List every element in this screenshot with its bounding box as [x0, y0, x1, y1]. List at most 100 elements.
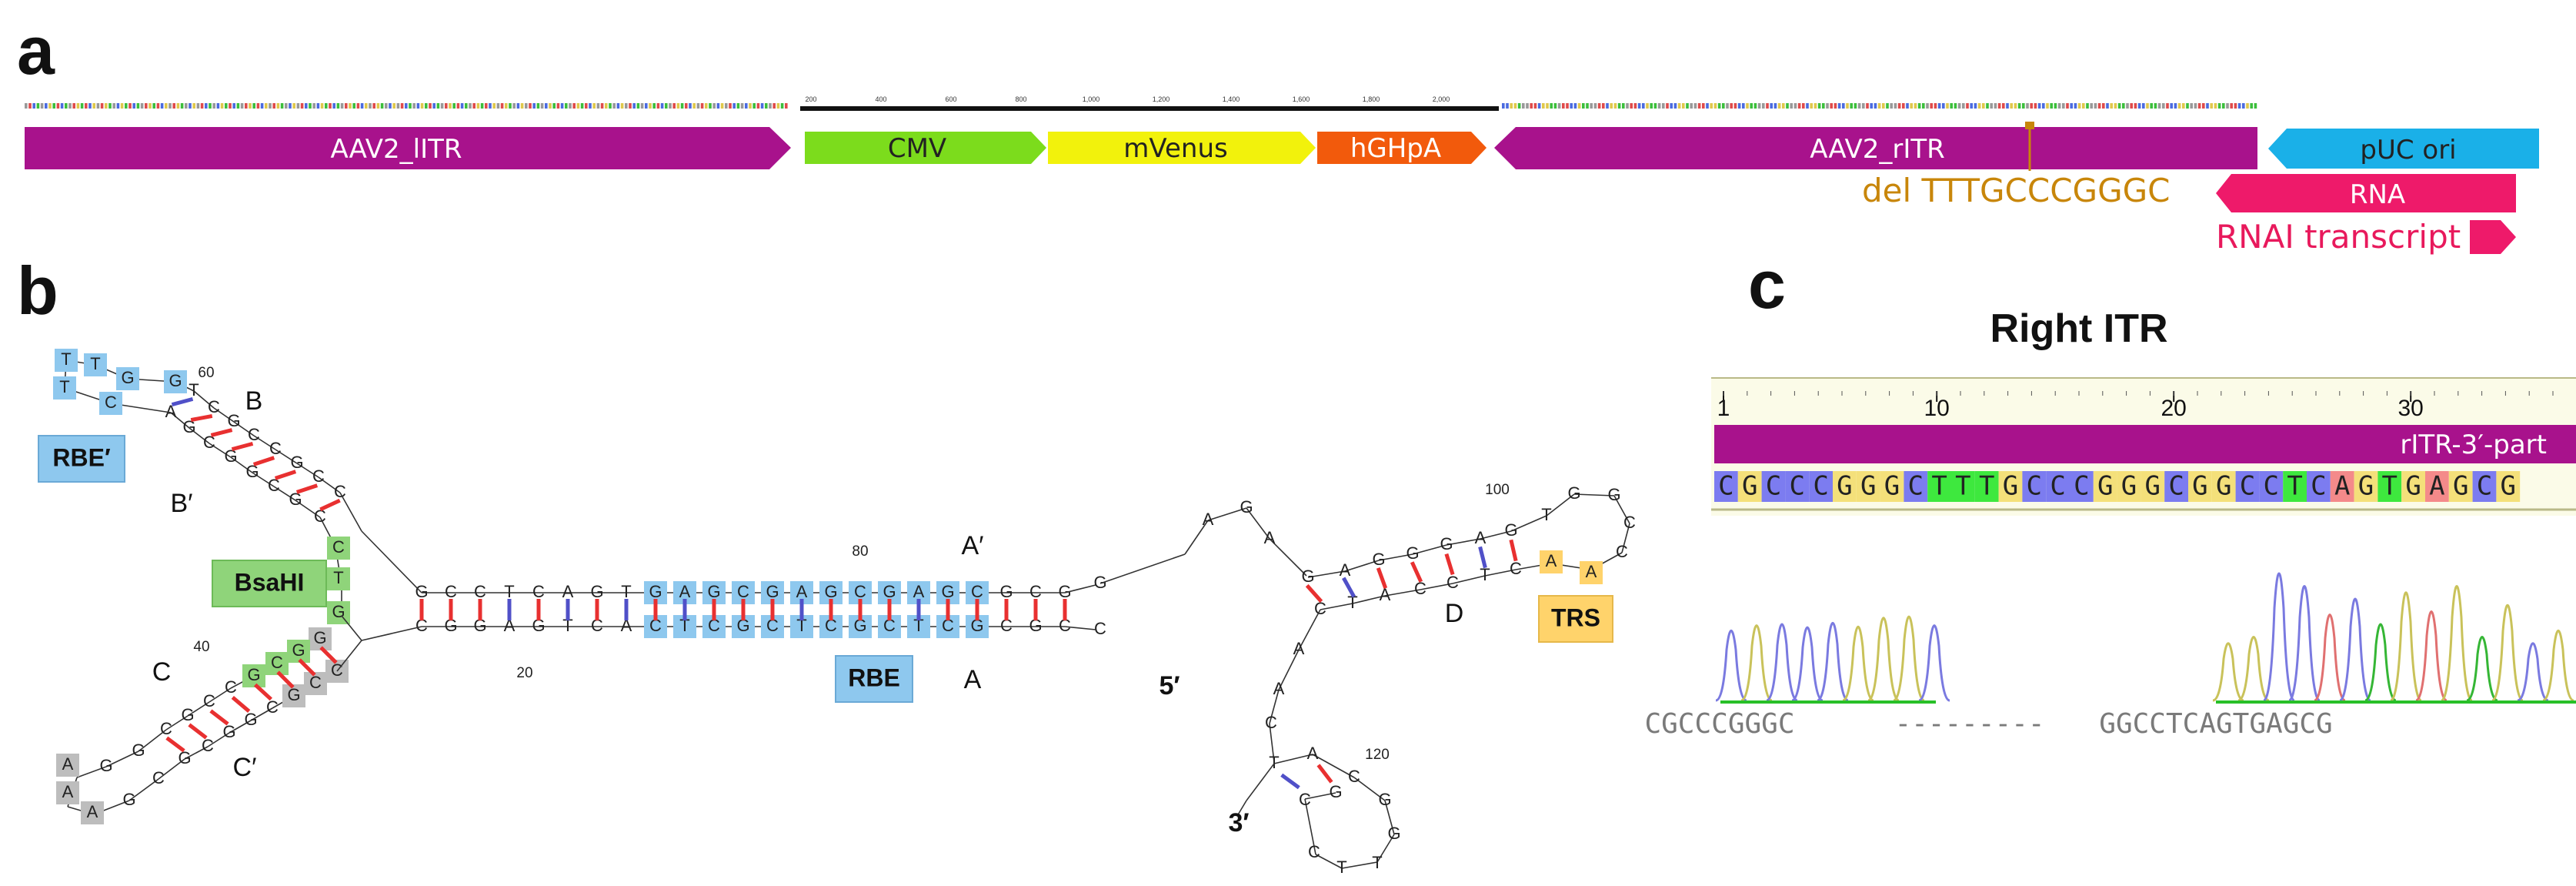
- feature-aav2-ritr[interactable]: AAV2_rITR: [1494, 127, 2257, 169]
- ruler-tick-label: 1,800: [1363, 95, 1380, 103]
- base-pair: [190, 413, 213, 423]
- nucleotide: C: [152, 768, 165, 787]
- backbone: [336, 640, 362, 672]
- sequence-strip-right: [1502, 103, 2257, 109]
- base-cell: [1880, 471, 1904, 502]
- ritr-3-part-bar[interactable]: [1714, 425, 2576, 463]
- feature-rna[interactable]: RNA: [2216, 174, 2516, 212]
- trace-peak: [2441, 585, 2473, 702]
- backbone: [1376, 834, 1395, 863]
- trs-box: TRS: [1538, 595, 1613, 643]
- nucleotide: C: [271, 653, 283, 672]
- feature-puc-ori[interactable]: pUC ori: [2268, 129, 2539, 169]
- nucleotide: G: [1504, 520, 1517, 540]
- nucleotide: G: [1387, 824, 1400, 843]
- backbone: [230, 456, 253, 473]
- feature-cmv[interactable]: CMV: [805, 132, 1046, 164]
- nucleotide: C: [203, 691, 215, 710]
- position-number-80: 80: [852, 543, 868, 560]
- backbone: [165, 715, 189, 731]
- nucleotide: T: [796, 616, 806, 635]
- backbone: [1298, 609, 1321, 650]
- stem-label-d: D: [1445, 599, 1464, 628]
- backbone: [1344, 560, 1380, 572]
- nucleotide: G: [1093, 573, 1106, 592]
- backbone: [189, 427, 210, 444]
- nucleotide: C: [649, 616, 662, 635]
- backbone: [209, 687, 232, 703]
- nucleotide: C: [105, 393, 117, 412]
- nucleotide: A: [62, 754, 74, 774]
- nucleotide: C: [334, 482, 346, 501]
- nucleotide-highlight: [53, 376, 76, 400]
- nucleotide: G: [99, 756, 112, 775]
- backbone: [184, 746, 209, 760]
- trs-label: TRS: [1551, 603, 1600, 631]
- trace-peak: [1715, 630, 1747, 702]
- backbone: [1480, 530, 1512, 540]
- backbone: [193, 390, 215, 409]
- nucleotide: G: [883, 582, 896, 601]
- base-pair: [319, 498, 341, 512]
- nucleotide: T: [1480, 565, 1490, 584]
- feature-label: RNA: [2350, 179, 2405, 210]
- backbone: [138, 729, 167, 752]
- base-cell: [1809, 471, 1833, 502]
- nucleotide: C: [268, 476, 280, 495]
- feature-mvenus[interactable]: mVenus: [1048, 132, 1316, 164]
- trace-right-seq: GGCCTCAGTGAGCG: [2099, 708, 2332, 740]
- nucleotide: C: [445, 582, 457, 601]
- base-letter: A: [2334, 471, 2350, 502]
- trace-peak: [2288, 585, 2321, 702]
- trace-peak: [1842, 626, 1874, 702]
- nucleotide: A: [1586, 562, 1597, 581]
- nucleotide: C: [737, 582, 749, 601]
- base-cell: [2307, 471, 2331, 502]
- deletion-label: del TTTGCCCGGGC: [1862, 172, 2171, 209]
- backbone: [1307, 570, 1346, 578]
- nucleotide: A: [913, 582, 925, 601]
- backbone: [1269, 538, 1307, 577]
- ritr-3-part-label: rITR-3′-part: [2400, 430, 2547, 460]
- ruler-tick-label: 600: [945, 95, 956, 103]
- trace-peak: [1893, 615, 1925, 702]
- base-letter: C: [2027, 471, 2042, 502]
- base-cell: [1714, 471, 1738, 502]
- trace-peak: [2415, 610, 2448, 702]
- base-letter: C: [2264, 471, 2279, 502]
- backbone: [170, 412, 190, 429]
- nucleotide: G: [132, 741, 145, 760]
- base-pair: [274, 470, 297, 480]
- base-letter: G: [2501, 471, 2516, 502]
- sequence-strip-left: [25, 103, 788, 109]
- ruler-number: 10: [1924, 396, 1950, 421]
- feature-hghpa[interactable]: hGHpA: [1317, 132, 1487, 164]
- trace-peak: [1817, 622, 1849, 702]
- backbone: [1621, 523, 1630, 553]
- base-cell: [2472, 471, 2497, 502]
- stem-label-c-prime: C′: [233, 753, 257, 782]
- nucleotide: A: [165, 402, 177, 421]
- feature-rnai-transcript[interactable]: RNAI transcript: [2216, 218, 2516, 256]
- nucleotide: C: [474, 582, 486, 601]
- nucleotide-highlight: [327, 537, 350, 560]
- nucleotide: G: [121, 368, 134, 387]
- feature-aav2-litr[interactable]: AAV2_lITR: [25, 127, 791, 169]
- feature-label: CMV: [888, 133, 946, 164]
- nucleotide: T: [59, 377, 69, 396]
- base-cell: [2448, 471, 2473, 502]
- nucleotide: G: [649, 582, 662, 601]
- base-cell: [1856, 471, 1880, 502]
- nucleotide: A: [1293, 639, 1305, 658]
- ruler-tick-label: 1,400: [1223, 95, 1240, 103]
- nucleotide: G: [736, 616, 749, 635]
- backbone: [229, 720, 252, 734]
- nucleotide: C: [331, 660, 343, 680]
- deletion-marker[interactable]: del TTTGCCCGGGC: [1862, 122, 2171, 209]
- nucleotide: T: [90, 354, 100, 373]
- nucleotide: G: [182, 417, 195, 436]
- backbone: [1278, 649, 1300, 690]
- nucleotide: G: [290, 453, 303, 472]
